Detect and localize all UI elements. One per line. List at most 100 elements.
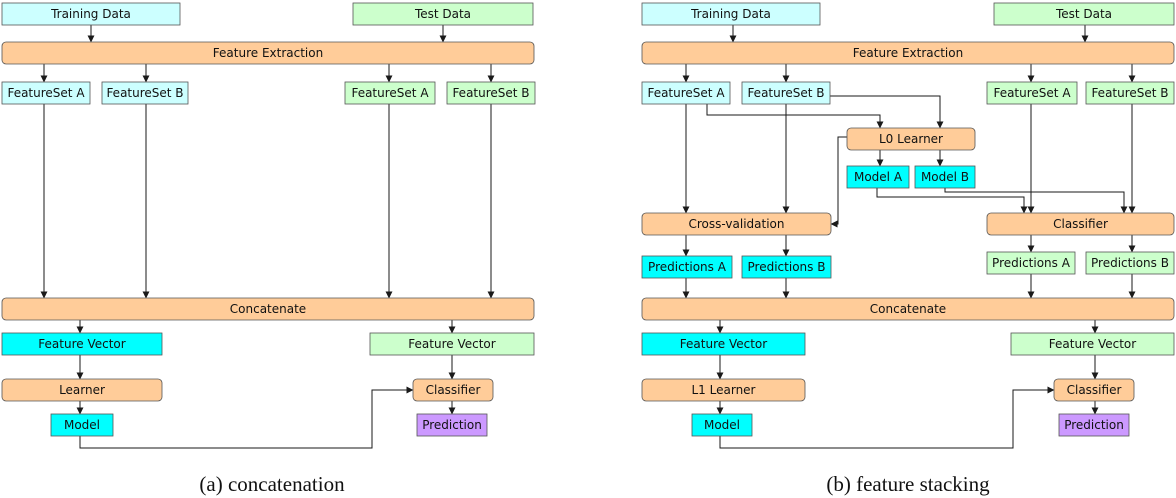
a-learner-box: Learner <box>1 378 163 402</box>
b-model-box: Model <box>691 413 753 437</box>
b-prediction-box-shape <box>1058 413 1130 437</box>
a-test-data-box: Test Data <box>352 2 534 26</box>
a-model-box: Model <box>50 413 114 437</box>
b-concatenate-box-shape <box>641 297 1175 321</box>
b-featureset-a-test-box: FeatureSet A <box>986 81 1078 105</box>
b-model-a-label: Model A <box>854 170 903 184</box>
b-featureset-a-train-box: FeatureSet A <box>641 81 731 105</box>
b-predictions-b-test-label: Predictions B <box>1091 256 1169 270</box>
b-predictions-b-test-box: Predictions B <box>1085 251 1175 275</box>
a-featureset-b-train-label: FeatureSet B <box>106 86 183 100</box>
b-predictions-b-test-box-shape <box>1085 251 1175 275</box>
b-classifier-l0-box: Classifier <box>986 212 1175 236</box>
a-featureset-a-train-box: FeatureSet A <box>1 81 91 105</box>
b-feature-extraction-box: Feature Extraction <box>641 41 1175 65</box>
a-featureset-b-train-box-shape <box>101 81 189 105</box>
a-featureset-a-train-box-shape <box>1 81 91 105</box>
a-prediction-label: Prediction <box>422 418 482 432</box>
a-prediction-box: Prediction <box>416 413 488 437</box>
b-classifier-l0-label: Classifier <box>1053 217 1108 231</box>
b-classifier-box-shape <box>1053 378 1135 402</box>
b-model-a-box-shape <box>846 165 910 189</box>
b-prediction-label: Prediction <box>1064 418 1124 432</box>
b-feature-vector-test-box-shape <box>1010 332 1175 356</box>
b-l0-learner-box-shape <box>846 127 976 151</box>
a-feature-extraction-box: Feature Extraction <box>1 41 535 65</box>
b-feature-vector-test-box: Feature Vector <box>1010 332 1175 356</box>
b-feature-vector-test-label: Feature Vector <box>1049 337 1136 351</box>
a-featureset-b-test-box-shape <box>446 81 536 105</box>
b-model-a-box: Model A <box>846 165 910 189</box>
edges <box>40 25 1136 449</box>
b-featureset-b-train-label: FeatureSet B <box>747 86 824 100</box>
edge-arrow-16 <box>79 386 414 449</box>
b-model-b-label: Model B <box>921 170 969 184</box>
a-model-label: Model <box>64 418 100 432</box>
b-cross-validation-label: Cross-validation <box>689 217 785 231</box>
b-predictions-a-test-box-shape <box>986 251 1076 275</box>
a-concatenate-label: Concatenate <box>230 302 306 316</box>
a-feature-vector-test-box-shape <box>369 332 535 356</box>
b-featureset-b-test-label: FeatureSet B <box>1091 86 1168 100</box>
b-test-data-box: Test Data <box>993 2 1175 26</box>
a-featureset-a-test-box: FeatureSet A <box>344 81 436 105</box>
panel-a-caption: (a) concatenation <box>199 472 345 496</box>
b-model-b-box: Model B <box>914 165 976 189</box>
a-featureset-b-test-label: FeatureSet B <box>452 86 529 100</box>
b-feature-vector-train-box-shape <box>641 332 806 356</box>
b-classifier-l0-box-shape <box>986 212 1175 236</box>
b-featureset-a-train-label: FeatureSet A <box>647 86 725 100</box>
edge-arrow-31 <box>944 188 1128 214</box>
b-l1-learner-label: L1 Learner <box>692 383 756 397</box>
b-concatenate-box: Concatenate <box>641 297 1175 321</box>
a-test-data-label: Test Data <box>414 7 471 21</box>
b-training-data-box-shape <box>641 2 821 26</box>
a-featureset-a-test-box-shape <box>344 81 436 105</box>
b-cross-validation-box-shape <box>641 212 832 236</box>
b-featureset-b-test-box: FeatureSet B <box>1085 81 1175 105</box>
b-model-b-box-shape <box>914 165 976 189</box>
a-feature-extraction-box-shape <box>1 41 535 65</box>
b-training-data-box: Training Data <box>641 2 821 26</box>
b-feature-vector-train-box: Feature Vector <box>641 332 806 356</box>
b-model-box-shape <box>691 413 753 437</box>
b-predictions-b-train-box: Predictions B <box>741 255 832 279</box>
b-cross-validation-box: Cross-validation <box>641 212 832 236</box>
a-concatenate-box: Concatenate <box>1 297 535 321</box>
b-predictions-b-train-label: Predictions B <box>748 260 826 274</box>
b-classifier-box: Classifier <box>1053 378 1135 402</box>
a-featureset-b-test-box: FeatureSet B <box>446 81 536 105</box>
a-classifier-box: Classifier <box>412 378 494 402</box>
a-feature-vector-train-label: Feature Vector <box>38 337 125 351</box>
b-featureset-b-test-box-shape <box>1085 81 1175 105</box>
a-featureset-b-train-box: FeatureSet B <box>101 81 189 105</box>
b-l1-learner-box: L1 Learner <box>641 378 806 402</box>
b-predictions-a-train-label: Predictions A <box>648 260 727 274</box>
a-featureset-a-test-label: FeatureSet A <box>351 86 429 100</box>
a-feature-vector-train-box: Feature Vector <box>1 332 163 356</box>
b-l1-learner-box-shape <box>641 378 806 402</box>
a-featureset-a-train-label: FeatureSet A <box>7 86 85 100</box>
edge-arrow-48 <box>719 386 1055 449</box>
b-test-data-box-shape <box>993 2 1175 26</box>
panel-b-caption: (b) feature stacking <box>826 472 990 496</box>
a-classifier-box-shape <box>412 378 494 402</box>
a-training-data-box: Training Data <box>1 2 181 26</box>
a-prediction-box-shape <box>416 413 488 437</box>
b-predictions-a-train-box-shape <box>641 255 733 279</box>
b-predictions-a-train-box: Predictions A <box>641 255 733 279</box>
a-learner-label: Learner <box>59 383 105 397</box>
a-training-data-label: Training Data <box>50 7 131 21</box>
b-test-data-label: Test Data <box>1055 7 1112 21</box>
b-l0-learner-box: L0 Learner <box>846 127 976 151</box>
b-featureset-a-test-label: FeatureSet A <box>993 86 1071 100</box>
b-feature-vector-train-label: Feature Vector <box>680 337 767 351</box>
b-predictions-a-test-box: Predictions A <box>986 251 1076 275</box>
b-feature-extraction-label: Feature Extraction <box>853 46 963 60</box>
b-featureset-b-train-box-shape <box>741 81 831 105</box>
edge-arrow-29 <box>830 136 847 228</box>
a-feature-vector-train-box-shape <box>1 332 163 356</box>
b-concatenate-label: Concatenate <box>870 302 946 316</box>
